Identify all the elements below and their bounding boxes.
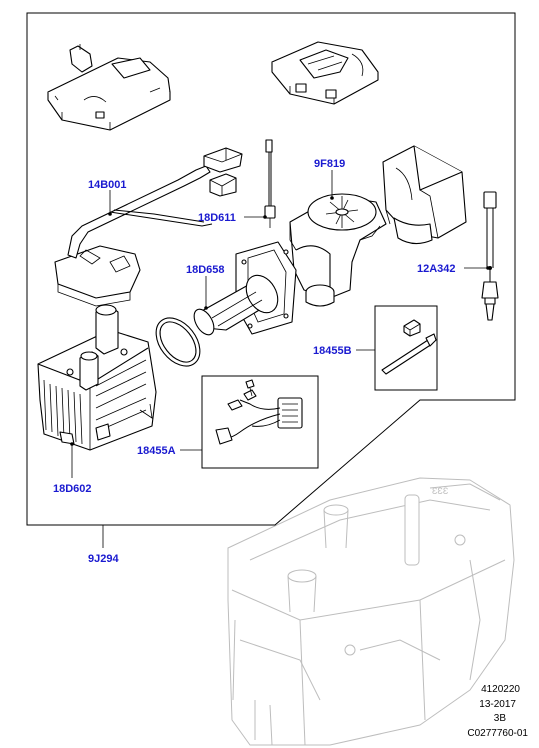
background-heater-illustration: ƐƐƐ: [227, 477, 515, 746]
reference-revision: 3B: [494, 713, 507, 724]
leader-lines: [70, 170, 490, 548]
part-label-9F819[interactable]: 9F819: [314, 158, 345, 170]
wiring-harness-14B001: [54, 147, 243, 307]
assembly-boundary: [26, 12, 516, 526]
part-label-18455B[interactable]: 18455B: [313, 345, 352, 357]
wiring-kit-18455A: [201, 375, 319, 469]
fan-housing-9F819: [289, 193, 387, 307]
part-label-9J294[interactable]: 9J294: [88, 553, 119, 565]
svg-text:ƐƐƐ: ƐƐƐ: [432, 486, 449, 496]
top-cover-right: [271, 41, 379, 105]
drawing-reference: 4120220 13-2017 3B C0277760-01: [467, 684, 528, 739]
glow-pin-12A342: [481, 191, 499, 321]
top-cover-left: [47, 44, 171, 131]
gasket-ring: [155, 317, 201, 367]
burner-tube-18D658: [193, 241, 297, 336]
sensor-18D611: [264, 139, 276, 228]
part-label-18D611[interactable]: 18D611: [198, 212, 236, 224]
part-labels: 14B001 18D611 9F819 18D658 12A342 18455B…: [53, 158, 456, 565]
screw-kit-18455B: [374, 305, 438, 391]
part-label-18D602[interactable]: 18D602: [53, 483, 92, 495]
part-label-14B001[interactable]: 14B001: [88, 179, 127, 191]
heater-body-18D602: [37, 304, 157, 451]
reference-code-1: 4120220: [481, 684, 520, 695]
part-label-18D658[interactable]: 18D658: [186, 264, 225, 276]
part-label-18455A[interactable]: 18455A: [137, 445, 176, 457]
air-duct: [382, 145, 467, 245]
reference-date: 13-2017: [479, 699, 516, 710]
reference-code-2: C0277760-01: [467, 728, 528, 739]
part-label-12A342[interactable]: 12A342: [417, 263, 456, 275]
